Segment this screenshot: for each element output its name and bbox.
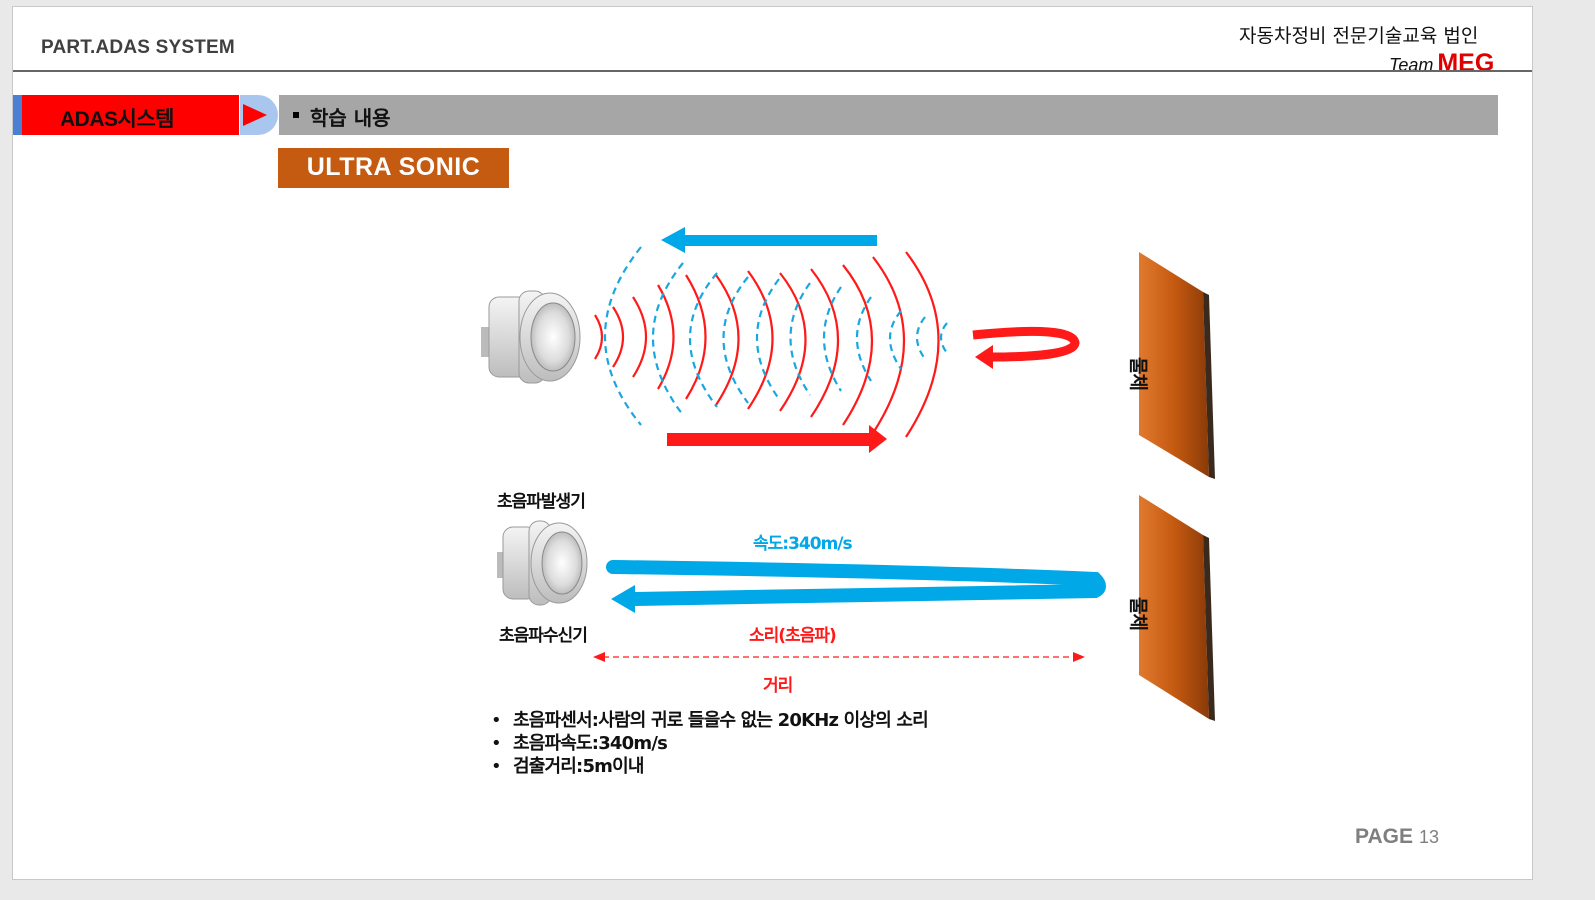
team-name: MEG (1437, 49, 1495, 77)
emit-arrow-icon (667, 425, 887, 453)
learning-content-label: 학습 내용 (310, 106, 391, 130)
play-triangle-icon (243, 104, 267, 126)
transmitter-label: 초음파발생기 (497, 492, 586, 512)
note-text: 초음파센서:사람의 귀로 들을수 없는 20KHz 이상의 소리 (513, 710, 929, 731)
sound-waves (594, 246, 948, 438)
page-number-value: 13 (1418, 827, 1439, 847)
sound-label: 소리(초음파) (749, 626, 837, 646)
note-item: •초음파속도:340m/s (491, 733, 668, 754)
learning-content-bar: 학습 내용 (279, 95, 1498, 135)
object-label-bottom: 물체 (1127, 597, 1149, 630)
speed-band (606, 560, 1106, 613)
notes-list: •초음파센서:사람의 귀로 들을수 없는 20KHz 이상의 소리 •초음파속도… (491, 709, 929, 778)
note-item: •초음파센서:사람의 귀로 들을수 없는 20KHz 이상의 소리 (491, 710, 929, 731)
return-arrow-icon (661, 227, 877, 253)
subtitle-box: ULTRA SONIC (278, 148, 509, 188)
object-panel-bottom (1139, 495, 1215, 721)
distance-line (593, 652, 1085, 662)
object-label-top: 물체 (1127, 357, 1149, 390)
distance-label: 거리 (763, 676, 793, 696)
note-text: 검출거리:5m이내 (513, 756, 644, 777)
note-text: 초음파속도:340m/s (513, 733, 668, 754)
square-bullet-icon (293, 112, 299, 118)
part-title: PART.ADAS SYSTEM (41, 37, 235, 58)
object-panel-top (1139, 252, 1215, 479)
header-divider (13, 70, 1532, 72)
ultrasonic-transmitter-icon (481, 290, 581, 384)
receiver-label: 초음파수신기 (499, 626, 588, 646)
subtitle-label: ULTRA SONIC (306, 153, 481, 181)
reflection-arrow-icon (972, 326, 1080, 369)
section-tag-label: ADAS시스템 (60, 108, 174, 131)
ultrasonic-diagram (481, 227, 1215, 721)
ultrasonic-receiver-icon (497, 520, 588, 606)
speed-label: 속도:340m/s (753, 534, 853, 554)
page-label: PAGE (1355, 825, 1413, 848)
section-tag: ADAS시스템 (13, 95, 239, 135)
organization-name: 자동차정비 전문기술교육 법인 (1239, 25, 1479, 47)
note-item: •검출거리:5m이내 (491, 756, 644, 777)
